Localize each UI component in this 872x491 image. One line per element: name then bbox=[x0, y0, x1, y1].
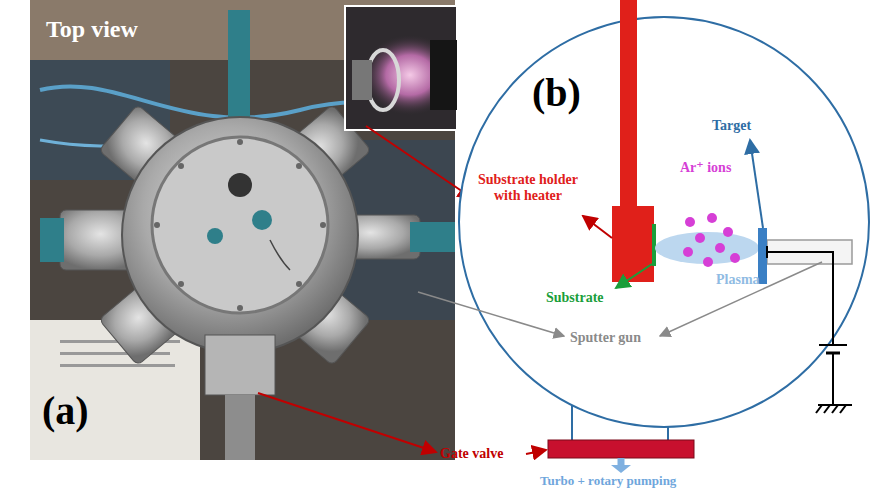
inset-photo bbox=[345, 6, 458, 130]
art-g bbox=[154, 139, 326, 311]
leader-line bbox=[750, 140, 763, 228]
panel-label: (a) bbox=[42, 388, 89, 434]
pump-arrow bbox=[618, 458, 625, 466]
panel-label: (b) bbox=[532, 70, 581, 116]
art-rect bbox=[228, 10, 250, 120]
art-circle bbox=[707, 213, 717, 223]
pump-line bbox=[571, 405, 573, 440]
leader-line bbox=[526, 450, 546, 454]
wire bbox=[767, 252, 833, 345]
wire bbox=[832, 353, 834, 405]
gate-valve bbox=[548, 440, 694, 458]
part-label: Sputter gun bbox=[570, 330, 641, 346]
art-circle bbox=[207, 228, 223, 244]
art-circle bbox=[683, 247, 693, 257]
art-circle bbox=[730, 253, 740, 263]
art-circle bbox=[685, 217, 695, 227]
art-circle bbox=[723, 227, 733, 237]
part-label: Turbo + rotary pumping bbox=[540, 474, 676, 489]
art-circle bbox=[178, 163, 184, 169]
art-line bbox=[832, 405, 838, 413]
art-line bbox=[824, 405, 830, 413]
art-circle bbox=[228, 173, 252, 197]
art-circle bbox=[154, 222, 160, 228]
art-rect bbox=[352, 60, 372, 100]
leader-line bbox=[660, 262, 822, 336]
art-rect bbox=[430, 40, 457, 110]
art-circle bbox=[715, 243, 725, 253]
leader-line bbox=[366, 126, 472, 198]
art-circle bbox=[296, 163, 302, 169]
pump-arrow bbox=[611, 465, 631, 473]
art-circle bbox=[122, 117, 358, 353]
art-circle bbox=[237, 139, 243, 145]
art-rect bbox=[205, 335, 275, 395]
art-rect bbox=[30, 320, 200, 460]
art-circle bbox=[703, 257, 713, 267]
holder-rod bbox=[620, 0, 637, 206]
art-circle bbox=[296, 281, 302, 287]
art-circle bbox=[152, 137, 328, 313]
art-circle bbox=[178, 281, 184, 287]
art-circle bbox=[252, 210, 272, 230]
part-label: Ar⁺ ions bbox=[680, 160, 731, 176]
art-path bbox=[270, 240, 290, 270]
photo-caption: Top view bbox=[46, 16, 138, 44]
leader-line bbox=[583, 216, 612, 238]
art-rect bbox=[225, 395, 255, 460]
leader-line bbox=[418, 292, 564, 336]
ion-dots bbox=[683, 213, 740, 267]
leader-line bbox=[258, 393, 436, 452]
art-line bbox=[818, 404, 852, 406]
art-rect bbox=[410, 222, 455, 252]
art-rect bbox=[345, 6, 457, 130]
art-ellipse bbox=[362, 35, 458, 115]
part-label: Substrate bbox=[546, 290, 604, 306]
substrate bbox=[652, 224, 656, 266]
art-line bbox=[840, 405, 846, 413]
part-label: Gate valve bbox=[440, 446, 503, 462]
substrate-holder bbox=[612, 206, 654, 282]
battery-symbol bbox=[819, 344, 847, 346]
art-rect bbox=[40, 218, 64, 262]
part-label: Plasma bbox=[716, 272, 760, 288]
art-circle bbox=[320, 222, 326, 228]
leader-line bbox=[616, 264, 652, 288]
art-line bbox=[816, 405, 822, 413]
art-rect bbox=[60, 364, 175, 367]
ground-symbol bbox=[816, 405, 852, 413]
art-circle bbox=[237, 305, 243, 311]
part-label: Substrate holder with heater bbox=[478, 172, 578, 204]
part-label: Target bbox=[712, 118, 751, 134]
art-circle bbox=[695, 233, 705, 243]
pump-line bbox=[667, 427, 669, 440]
wire bbox=[766, 246, 768, 258]
chamber-outline bbox=[459, 17, 869, 427]
